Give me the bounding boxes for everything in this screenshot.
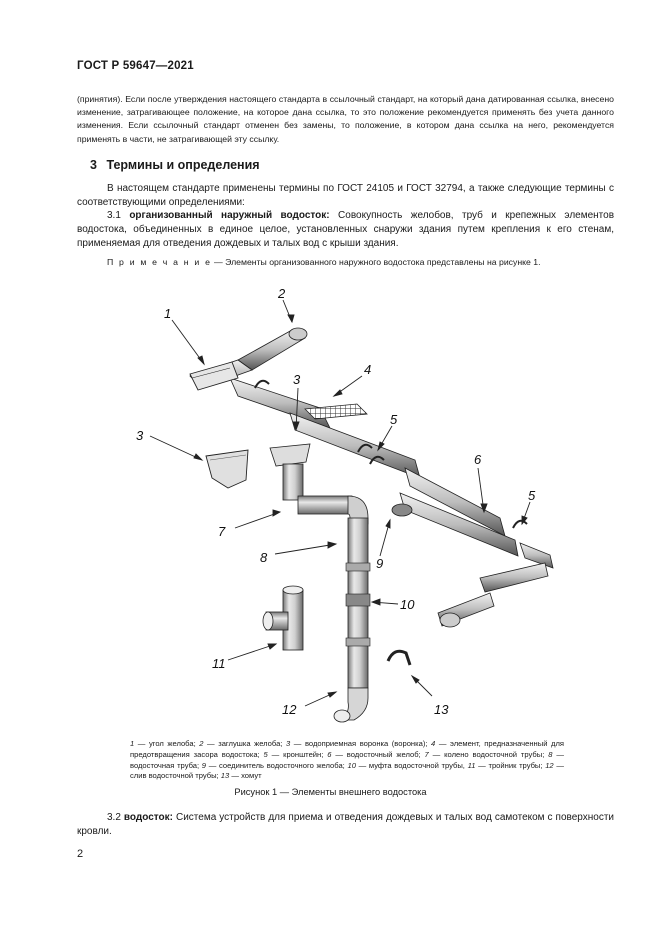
legend-text: угол желоба; xyxy=(148,739,196,748)
callout-label: 3 xyxy=(293,372,301,387)
callout-label: 5 xyxy=(528,488,536,503)
callout-label: 10 xyxy=(400,597,415,612)
callout-label: 7 xyxy=(218,524,226,539)
term-definition: Система устройств для приема и отведения… xyxy=(77,812,614,837)
gutter-outlet xyxy=(269,443,311,467)
callout-labels: 1 2 3 3 4 5 5 6 7 8 9 10 11 12 13 xyxy=(136,286,536,717)
legend-text: слив водосточной трубы; xyxy=(130,771,219,781)
gutter-lower xyxy=(437,542,554,628)
funnel xyxy=(205,449,249,489)
legend-number: 4 xyxy=(431,739,436,748)
section-paragraph: В настоящем стандарте применены термины … xyxy=(77,183,614,208)
callout-label: 8 xyxy=(260,550,268,565)
callout-label: 4 xyxy=(364,362,371,377)
legend-number: 8 xyxy=(548,749,553,759)
legend-number: 13 xyxy=(220,771,230,781)
page-number: 2 xyxy=(77,848,84,860)
intro-paragraph: (принятия). Если после утверждения насто… xyxy=(77,94,614,144)
legend-number: 9 xyxy=(201,760,207,770)
gutter-corner xyxy=(189,361,239,391)
callout-label: 2 xyxy=(277,286,286,301)
legend-text: водоприемная воронка (воронка); xyxy=(304,739,428,748)
legend-text: соединитель водосточного желоба; xyxy=(218,760,345,770)
legend-number: 7 xyxy=(424,749,429,759)
leaf-guard xyxy=(304,403,368,420)
legend-text: водосточная труба; xyxy=(130,760,200,770)
legend-number: 2 xyxy=(199,739,204,748)
legend-number: 11 xyxy=(467,760,476,770)
legend-number: 1 xyxy=(130,739,135,748)
term-number: 3.1 xyxy=(107,210,121,221)
callout-label: 6 xyxy=(474,452,482,467)
callout-label: 1 xyxy=(164,306,171,321)
legend-text: водосточный желоб; xyxy=(346,749,421,759)
legend-text: муфта водосточной трубы, xyxy=(368,760,465,770)
term-definition: Совокупность желобов, труб и крепежных э… xyxy=(77,210,615,249)
legend-text: заглушка желоба; xyxy=(218,739,283,748)
legend-text: элемент, предназначенный для предотвраще… xyxy=(130,739,564,759)
legend-number: 5 xyxy=(263,749,268,759)
figure-drainage-elements: 1 2 3 3 4 5 5 6 7 8 9 10 11 12 13 xyxy=(120,278,560,733)
callout-label: 11 xyxy=(212,656,226,671)
figure-legend: 1 — угол желоба; 2 — заглушка желоба; 3 … xyxy=(130,739,564,781)
brackets xyxy=(254,379,528,529)
gutter-end-cap xyxy=(237,327,308,371)
legend-number: 3 xyxy=(285,739,291,748)
figure-caption: Рисунок 1 — Элементы внешнего водостока xyxy=(234,787,427,797)
term-name: водосток: xyxy=(123,812,173,823)
pipe-tee xyxy=(262,585,304,651)
legend-text: колено водосточной трубы; xyxy=(444,749,545,759)
note: П р и м е ч а н и е — Элементы организов… xyxy=(107,257,541,267)
note-text: — Элементы организованного наружного вод… xyxy=(211,257,541,267)
pipe-clamp xyxy=(386,649,412,666)
legend-text: хомут xyxy=(241,771,262,781)
term-number: 3.2 xyxy=(107,812,121,823)
document-header: ГОСТ Р 59647—2021 xyxy=(77,60,194,72)
term-name: организованный наружный водосток: xyxy=(129,210,330,221)
legend-text: кронштейн; xyxy=(283,749,324,759)
gutter-connector xyxy=(391,503,413,517)
callout-arrows xyxy=(149,299,531,707)
drainage-diagram: 1 2 3 3 4 5 5 6 7 8 9 10 11 12 13 xyxy=(136,286,554,723)
legend-number: 12 xyxy=(545,760,554,770)
legend-number: 6 xyxy=(327,749,332,759)
gutter-upper xyxy=(189,359,519,557)
legend-text: тройник трубы; xyxy=(488,760,543,770)
section-heading: Термины и определения xyxy=(106,158,260,172)
callout-label: 5 xyxy=(390,412,398,427)
callout-label: 13 xyxy=(434,702,449,717)
callout-label: 9 xyxy=(376,556,383,571)
callout-label: 3 xyxy=(136,428,144,443)
downpipe xyxy=(282,463,371,723)
callout-label: 12 xyxy=(282,702,297,717)
section-number: 3 xyxy=(90,158,97,172)
section-title: 3 Термины и определения xyxy=(90,158,260,172)
term-3-1: 3.1 организованный наружный водосток: Со… xyxy=(77,209,614,250)
term-3-2: 3.2 водосток: Система устройств для прие… xyxy=(77,811,614,839)
legend-number: 10 xyxy=(347,760,356,770)
note-label: П р и м е ч а н и е xyxy=(107,257,212,267)
